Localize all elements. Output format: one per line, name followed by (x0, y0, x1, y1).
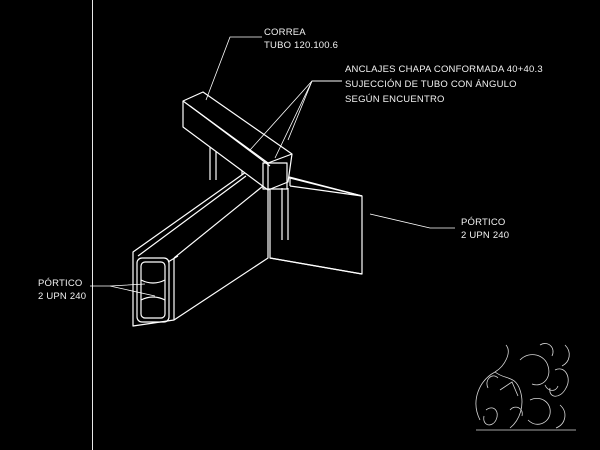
leader-lines (90, 36, 455, 297)
label-portico-left-line-1: PÓRTICO (38, 278, 83, 289)
label-portico-right-line-2: 2 UPN 240 (461, 230, 510, 241)
label-portico-right-line-1: PÓRTICO (461, 217, 506, 228)
label-correa-line-2: TUBO 120.100.6 (264, 40, 339, 51)
label-correa-line-1: CORREA (264, 27, 306, 38)
correa-tube (182, 91, 293, 191)
portico-right-beam (269, 171, 363, 275)
label-anclajes-line-3: SEGÚN ENCUENTRO (345, 94, 445, 105)
drawing-frame-border (92, 0, 93, 450)
portico-left-beam (132, 171, 269, 327)
label-portico-left-line-2: 2 UPN 240 (38, 291, 87, 302)
label-anclajes-line-2: SUJECCIÓN DE TUBO CON ÁNGULO (345, 79, 517, 90)
label-anclajes: ANCLAJES CHAPA CONFORMADA 40+40.3 SUJECC… (345, 62, 543, 107)
label-portico-left: PÓRTICO 2 UPN 240 (38, 277, 86, 303)
label-portico-right: PÓRTICO 2 UPN 240 (461, 216, 509, 242)
label-correa: CORREA TUBO 120.100.6 (264, 26, 338, 52)
author-logo-sketch (475, 343, 576, 431)
label-anclajes-line-1: ANCLAJES CHAPA CONFORMADA 40+40.3 (345, 64, 543, 75)
